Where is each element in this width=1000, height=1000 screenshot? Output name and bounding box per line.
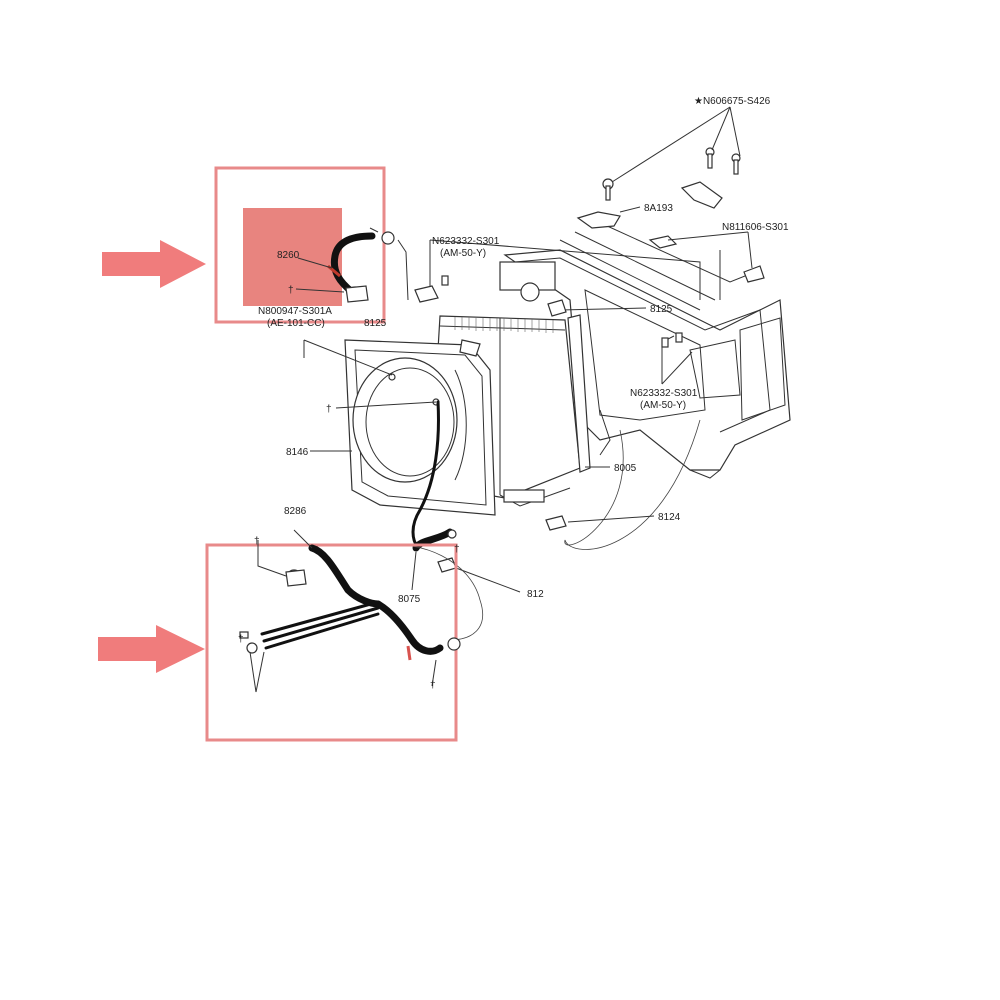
label-n606675: ★N606675-S426	[694, 96, 771, 107]
radiator-support-frame	[499, 224, 791, 550]
label-am50-top: (AM-50-Y)	[440, 248, 486, 259]
highlight-box-upper	[214, 166, 386, 324]
upper-hose-8260-callout	[214, 166, 409, 324]
label-8146: 8146	[286, 447, 309, 458]
part-labels: ★N606675-S426 8A193 N811606-S301 N623332…	[238, 96, 789, 691]
label-8005: 8005	[614, 463, 637, 474]
highlight-fill-upper	[243, 208, 342, 306]
label-n800947: N800947-S301A	[258, 306, 332, 317]
label-8125-right: 8125	[650, 304, 673, 315]
label-dagger-fan: †	[326, 404, 332, 415]
lower-hose-8286-callout	[205, 529, 461, 742]
pointer-arrows	[98, 240, 206, 673]
label-am50-right: (AM-50-Y)	[640, 400, 686, 411]
label-n623332-right: N623332-S301	[630, 388, 698, 399]
label-8286: 8286	[284, 506, 307, 517]
label-8260: 8260	[277, 250, 300, 261]
label-ae101: (AE-101-CC)	[267, 318, 325, 329]
upper-brackets	[576, 147, 765, 283]
clips	[414, 275, 683, 348]
label-dagger-lower-mid: †	[454, 544, 460, 555]
highlight-box-lower	[205, 543, 458, 742]
label-8124-lower: 812	[527, 589, 544, 600]
label-dagger-lower-top: †	[254, 536, 260, 547]
label-dagger-lower-left: †	[238, 634, 244, 645]
label-n623332-top: N623332-S301	[432, 236, 500, 247]
fan-shroud	[344, 339, 496, 516]
label-8124-right: 8124	[658, 512, 681, 523]
label-8075: 8075	[398, 594, 421, 605]
label-8125-left: 8125	[364, 318, 387, 329]
label-8a193: 8A193	[644, 203, 673, 214]
label-dagger-lower-bottom: †	[430, 680, 436, 691]
arrow-lower-icon	[98, 625, 205, 673]
arrow-upper-icon	[102, 240, 206, 288]
label-n811606: N811606-S301	[722, 222, 789, 233]
label-dagger-top: †	[288, 285, 294, 296]
